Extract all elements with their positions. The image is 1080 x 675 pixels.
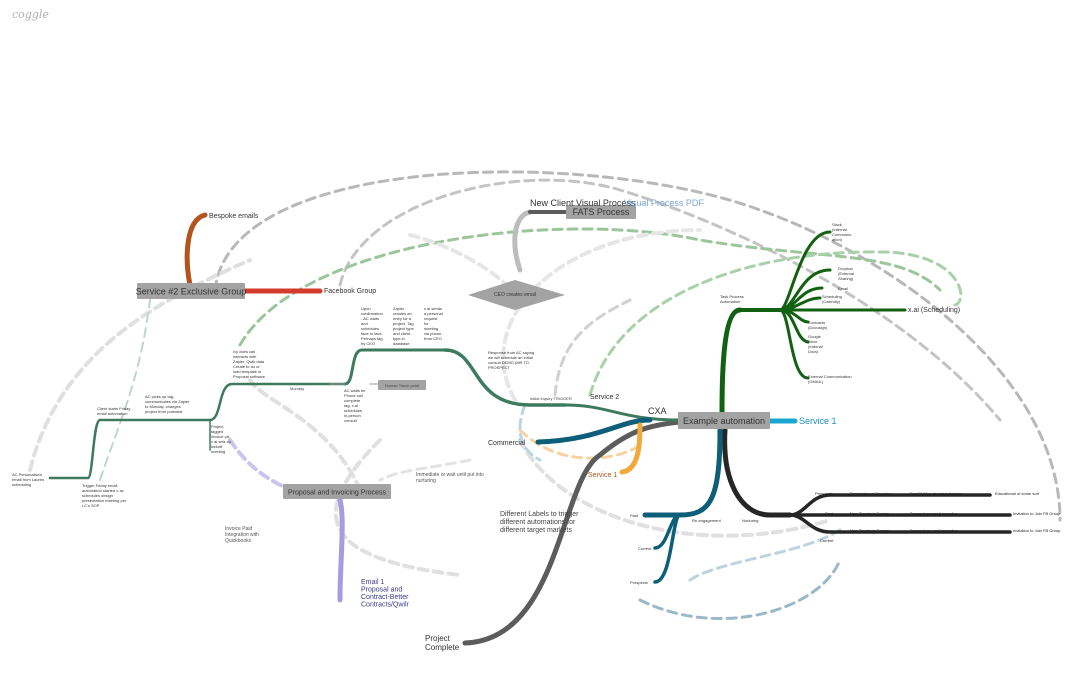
- nurture-row-2-cell-2[interactable]: New Trends in Design: [850, 511, 889, 516]
- nurture-row-1-cell-1[interactable]: Prospects: [815, 491, 833, 496]
- purple-branch: [337, 497, 345, 603]
- prospects-label[interactable]: Prospects: [630, 580, 648, 585]
- facebook-group-label[interactable]: Facebook Group: [324, 288, 376, 295]
- service1-label[interactable]: Service 1: [799, 416, 837, 426]
- node-fats[interactable]: FATS Process: [566, 205, 636, 219]
- node-ceo-email[interactable]: CEO creates email: [468, 280, 565, 310]
- nurture-row-1-cell-4[interactable]: Educational of some sort: [995, 491, 1040, 496]
- cross-links: [28, 170, 1062, 621]
- contracts-label[interactable]: Contracts(Docusign): [808, 320, 828, 330]
- tools-tree: [719, 230, 907, 415]
- brown-branch: [184, 212, 208, 288]
- fats-process-label: FATS Process: [573, 207, 630, 217]
- scheduling-label[interactable]: Scheduling(Calendly): [822, 294, 842, 304]
- commercial-label[interactable]: Commercial: [488, 440, 526, 447]
- ceo-email-label: CEO creates email: [494, 292, 536, 298]
- nurture-row-1-cell-3[interactable]: Email/Video showing designs: [910, 491, 962, 496]
- proposal-label: Proposal and Invoicing Process: [288, 490, 387, 497]
- nurture-tree: [642, 427, 1012, 584]
- service2-label[interactable]: Service 2: [590, 394, 619, 401]
- node-service2-group[interactable]: Service #2 Exclusive Group: [136, 283, 247, 299]
- nurture-row-3-cell-4[interactable]: Invitation to Join FB Group: [1013, 528, 1061, 533]
- new-client-label[interactable]: New Client Visual Process: [530, 198, 636, 208]
- gray-branches: [462, 209, 683, 646]
- node-example-automation[interactable]: Example automation: [678, 412, 770, 429]
- example-automation-label: Example automation: [683, 416, 765, 426]
- green-chain: [48, 348, 567, 480]
- nurture-row-2-cell-1[interactable]: Past: [825, 511, 834, 516]
- coggle-logo: coggle: [12, 8, 49, 21]
- past-label[interactable]: Past: [630, 513, 639, 518]
- reengagement-label[interactable]: Re-engagement: [692, 518, 722, 523]
- teal-commercial: [535, 417, 653, 445]
- service2-group-label: Service #2 Exclusive Group: [136, 287, 247, 297]
- xai-scheduling-label[interactable]: x.ai (Scheduling): [908, 307, 960, 314]
- monday-label: Monday: [290, 386, 304, 391]
- nurture-row-2-cell-3[interactable]: Forward an email incentive: [910, 511, 959, 516]
- cxa-label[interactable]: CXA: [648, 406, 667, 416]
- initial-inquiry-label: Initial Inquiry TRIGGER: [530, 396, 572, 401]
- nurture-row-2-cell-4[interactable]: Invitation to Join FB Group: [1013, 511, 1061, 516]
- service1-orange-label[interactable]: Service 1: [588, 472, 617, 479]
- nurture-row-3-cell-1[interactable]: Current: [820, 538, 834, 543]
- human-touch-label: Human Touch point: [385, 383, 420, 388]
- bespoke-emails-label[interactable]: Bespoke emails: [209, 213, 259, 220]
- nurture-row-3-cell-2[interactable]: New Trends in Design: [850, 528, 889, 533]
- nurture-row-1-cell-2[interactable]: Description of Services: [850, 491, 891, 496]
- nurture-row-3-cell-3[interactable]: Forward an email incentive: [910, 528, 959, 533]
- node-human-touch[interactable]: Human Touch point: [378, 380, 426, 390]
- external-label[interactable]: External Communication(GMAIL): [808, 374, 852, 384]
- current-label[interactable]: Current: [638, 546, 652, 551]
- node-proposal[interactable]: Proposal and Invoicing Process: [283, 484, 391, 499]
- visual-pdf-link[interactable]: Visual Process PDF: [624, 198, 704, 208]
- email-label[interactable]: Email: [838, 286, 848, 291]
- orange-branch: [619, 422, 643, 475]
- nurturing-label[interactable]: Nurturing: [742, 518, 758, 523]
